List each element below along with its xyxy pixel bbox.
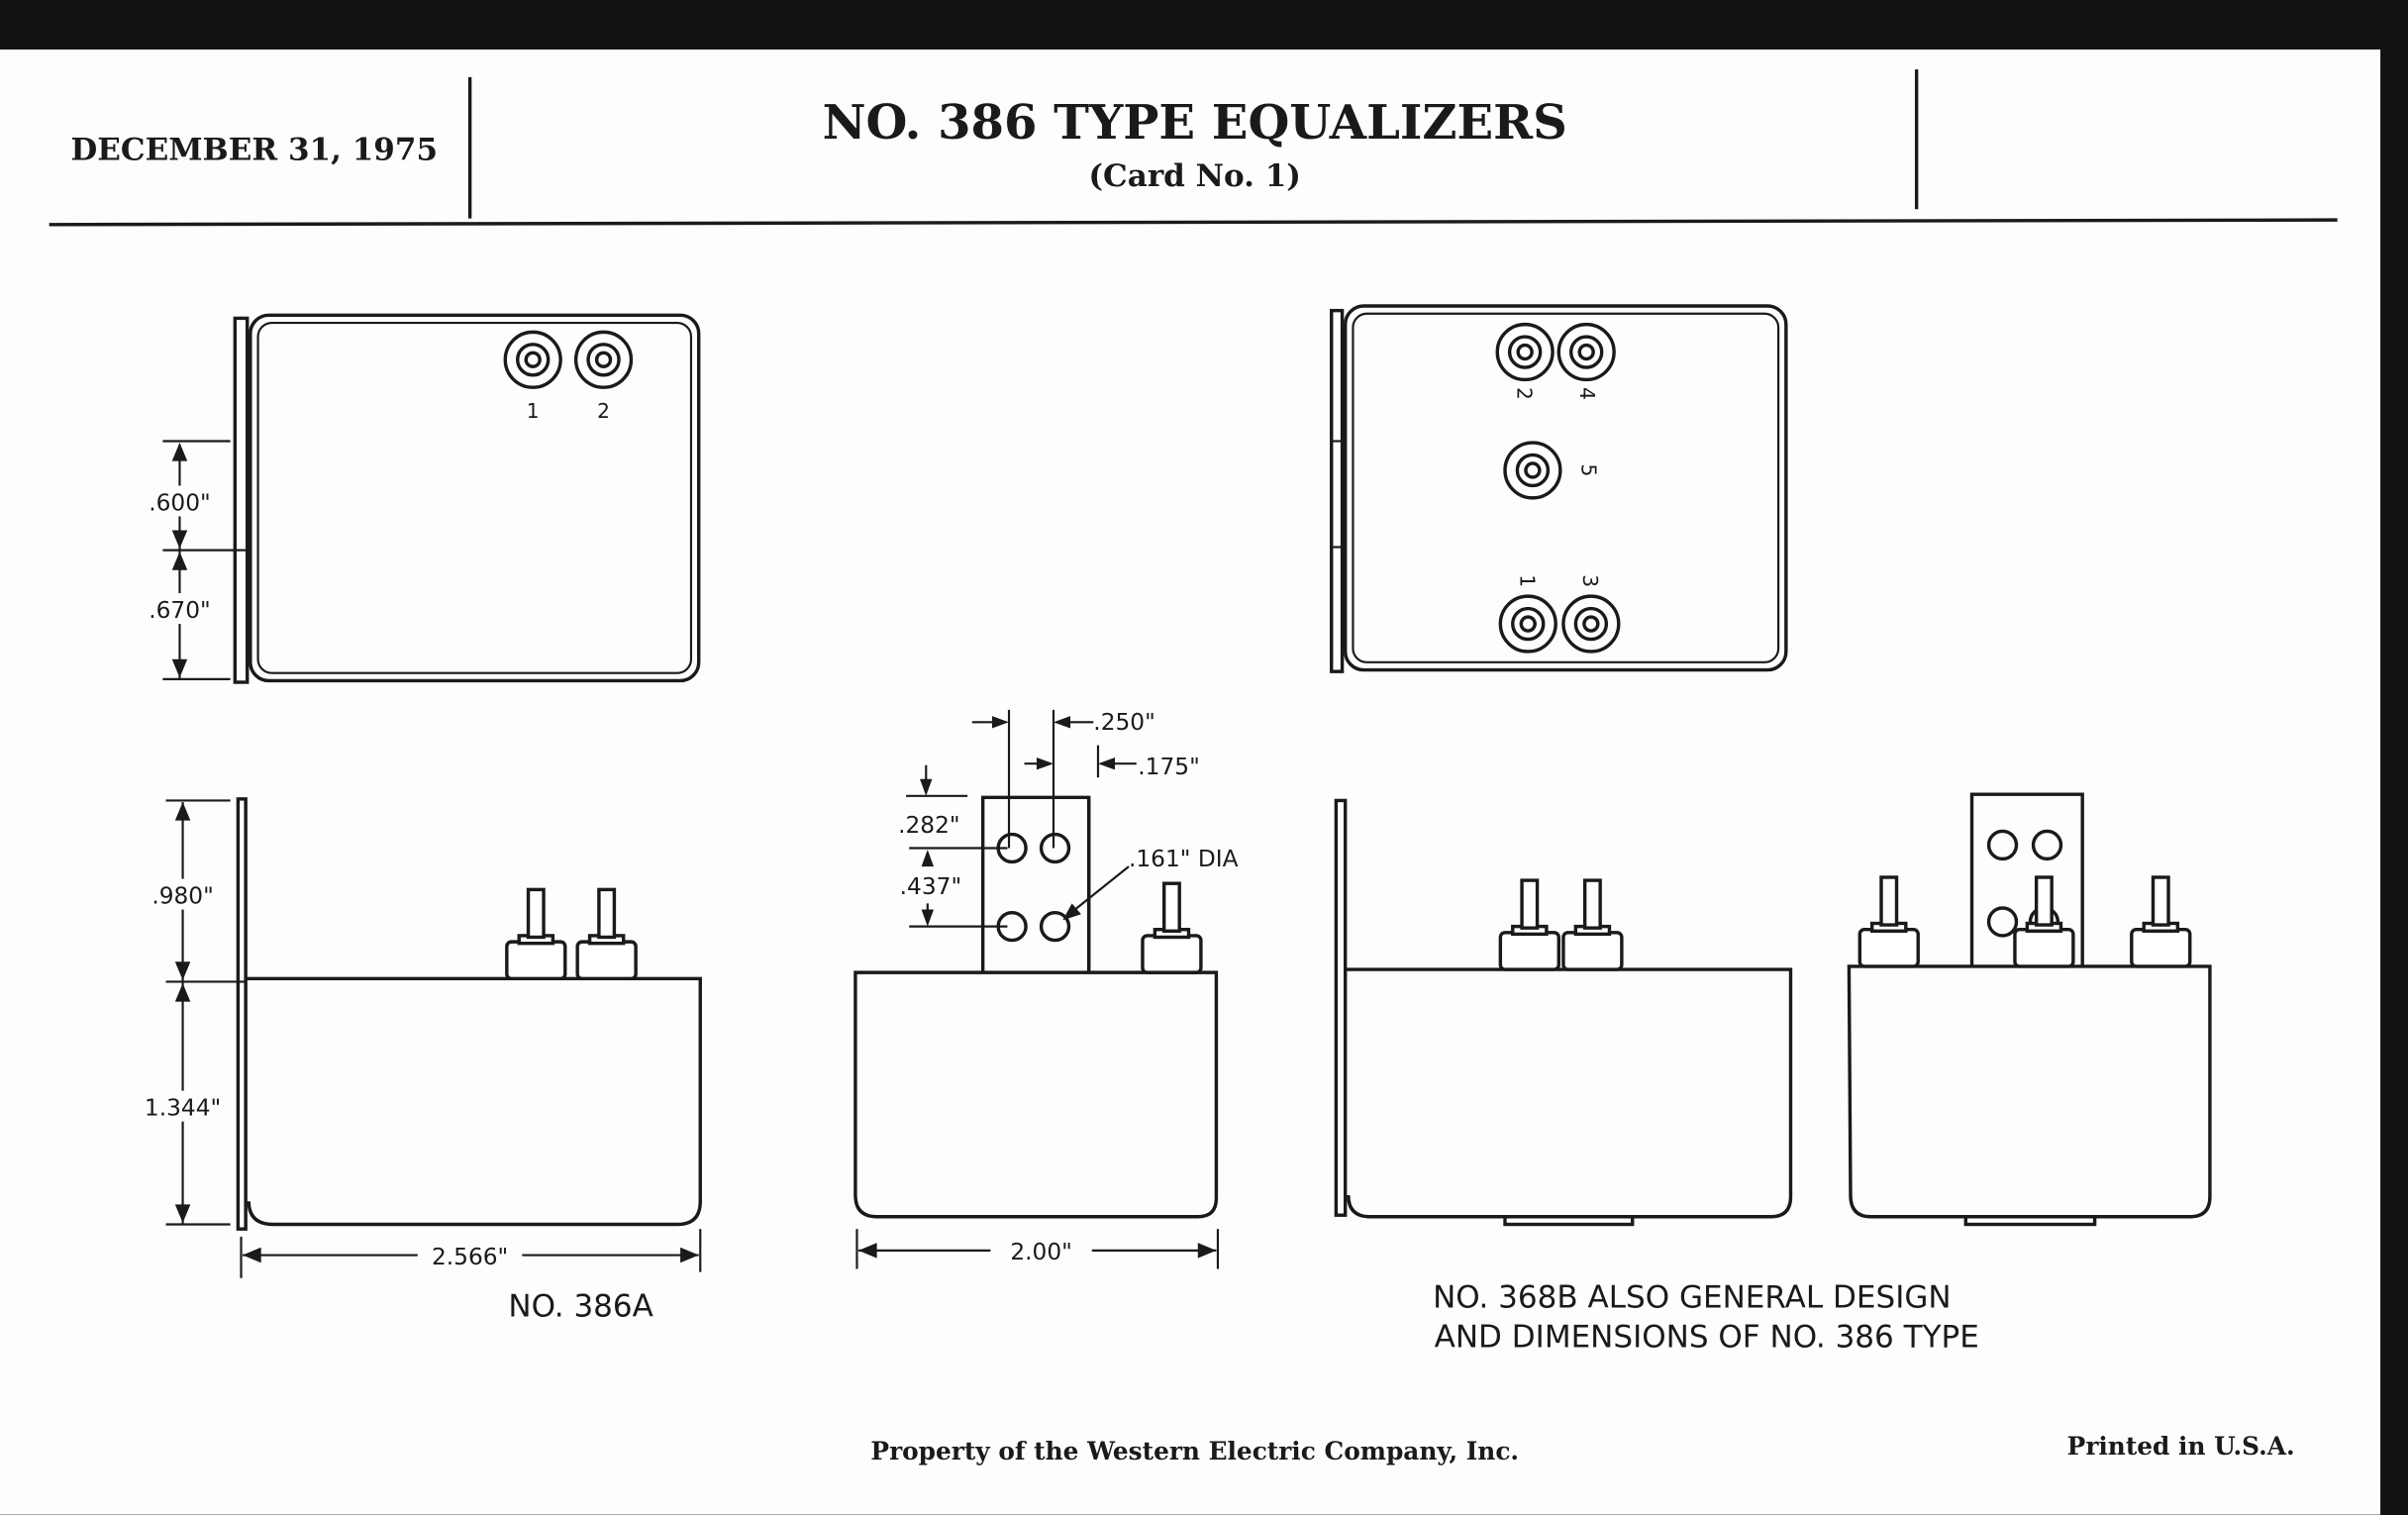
caption-386a: NO. 386A — [508, 1289, 653, 1325]
dimension-label: .670" — [149, 597, 210, 624]
dimension-label: 2.00" — [1010, 1239, 1071, 1265]
386a-side-view: .980" 1.344" 2.566" NO. 386A — [135, 797, 702, 1325]
mounting-hole-icon — [2031, 829, 2063, 861]
dimension-label: .600" — [149, 489, 210, 516]
jack-label: 2 — [597, 399, 610, 423]
caption-368b-line2: AND DIMENSIONS OF NO. 386 TYPE — [1435, 1320, 1979, 1356]
dimension-label: .980" — [151, 882, 213, 909]
page-title: NO. 386 TYPE EQUALIZERS — [823, 95, 1567, 151]
mounting-hole-icon — [1039, 832, 1071, 864]
date: DECEMBER 31, 1975 — [70, 133, 438, 168]
386a-top-view: 1 2 .600" .670" — [138, 313, 701, 684]
mounting-plate-view: .250" .175" .282" .437" .161" DIA 2.00" — [853, 709, 1239, 1269]
caption-368b-line1: NO. 368B ALSO GENERAL DESIGN — [1433, 1279, 1952, 1315]
dimension-label: .250" — [1093, 709, 1154, 736]
footer-printed: Printed in U.S.A. — [2067, 1432, 2295, 1461]
jack-label: 2 — [1512, 387, 1536, 400]
mounting-hole-icon — [1986, 906, 2019, 938]
header-rule — [49, 218, 2338, 227]
jack-label: 1 — [1516, 574, 1540, 587]
386-side-view — [1334, 798, 1793, 1227]
dimension-label: .175" — [1138, 754, 1199, 780]
jack-label: 3 — [1578, 574, 1602, 587]
jack-label: 1 — [527, 399, 540, 423]
card-paper — [0, 49, 2381, 1515]
dimension-label: .437" — [900, 873, 961, 900]
card-number: (Card No. 1) — [1088, 158, 1301, 194]
dimension-label: .161" DIA — [1129, 846, 1239, 872]
jack-label: 4 — [1575, 387, 1599, 400]
header: DECEMBER 31, 1975 NO. 386 TYPE EQUALIZER… — [49, 69, 2338, 227]
mounting-hole-icon — [1986, 829, 2019, 861]
jack-label: 5 — [1577, 464, 1601, 477]
dimension-label: 1.344" — [145, 1094, 221, 1121]
386-top-view: 2 4 5 1 3 — [1330, 304, 1788, 673]
mounting-hole-icon — [1039, 910, 1071, 943]
dimension-label: 2.566" — [432, 1244, 508, 1270]
footer-property: Property of the Western Electric Company… — [870, 1437, 1519, 1465]
386-end-view — [1847, 792, 2212, 1227]
dimension-label: .282" — [898, 812, 959, 839]
